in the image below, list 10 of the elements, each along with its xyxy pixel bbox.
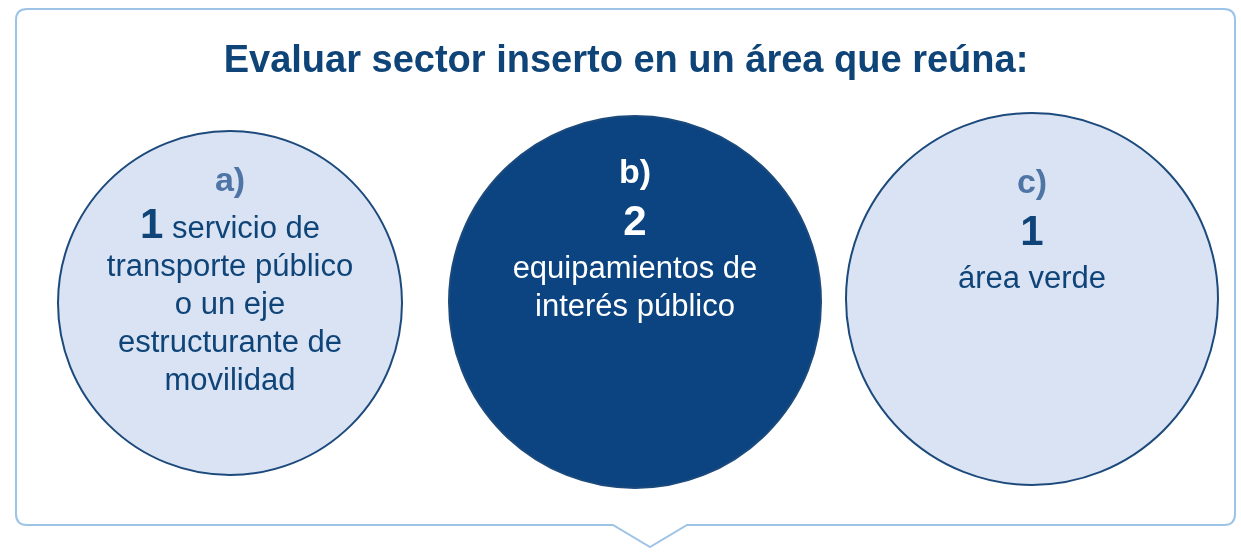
option-letter: c): [1016, 162, 1048, 201]
callout-box: [15, 8, 1237, 548]
callout-heading: Evaluar sector inserto en un área que reúna:: [222, 38, 1030, 81]
option-text: equipamientos de interés público: [511, 249, 759, 325]
option-letter: a): [214, 160, 246, 199]
count-number: 2: [623, 197, 647, 245]
count-number: 1: [1020, 207, 1044, 255]
option-letter: b): [618, 152, 652, 191]
option-text: 1 servicio de transporte público o un eje estructurante de movilidad: [105, 205, 355, 399]
option-text: área verde: [956, 259, 1108, 297]
